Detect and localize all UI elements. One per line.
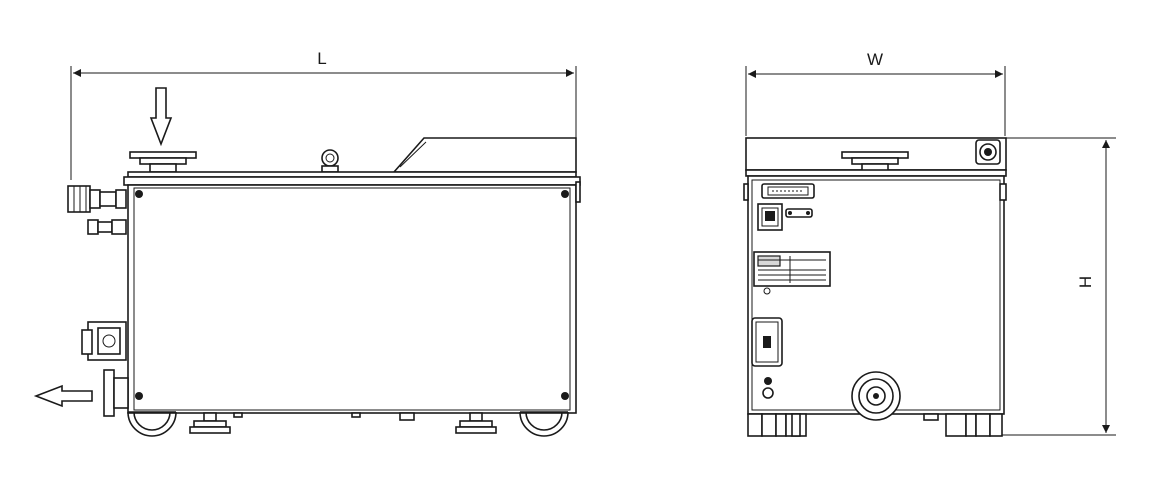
lifting-eye [321,149,339,173]
side-view: L [33,49,581,437]
inlet-flange [129,151,197,173]
front-foot-right [945,413,1003,437]
rating-label [753,251,831,295]
small-connector [87,219,127,235]
outlet-arrow [33,384,93,408]
foot [189,412,231,434]
inlet-arrow [149,87,173,147]
height-label: H [1076,276,1095,288]
serial-port-icon [785,208,813,218]
power-connector [81,321,127,361]
dsub-connector-icon [761,183,815,199]
top-connector-icon [975,139,1001,165]
top-cover [392,137,577,173]
screw-icon [135,392,143,400]
outlet-port [851,371,901,421]
width-label: W [867,50,883,69]
front-foot-left [747,413,807,437]
foot [455,412,497,434]
ground-point-icon [762,377,774,399]
front-view: W H [743,50,1116,437]
screw-icon [135,190,143,198]
power-switch [751,317,783,367]
screw-icon [561,190,569,198]
length-label: L [317,49,326,68]
wheel [127,411,177,437]
large-connector [67,185,127,213]
width-dimension: W [745,50,1006,136]
wheel [519,411,569,437]
main-body [127,184,577,414]
outlet-flange [103,369,129,417]
height-dimension: H [948,137,1116,436]
screw-icon [561,392,569,400]
length-dimension: L [70,49,577,180]
ethernet-port-icon [757,203,783,231]
